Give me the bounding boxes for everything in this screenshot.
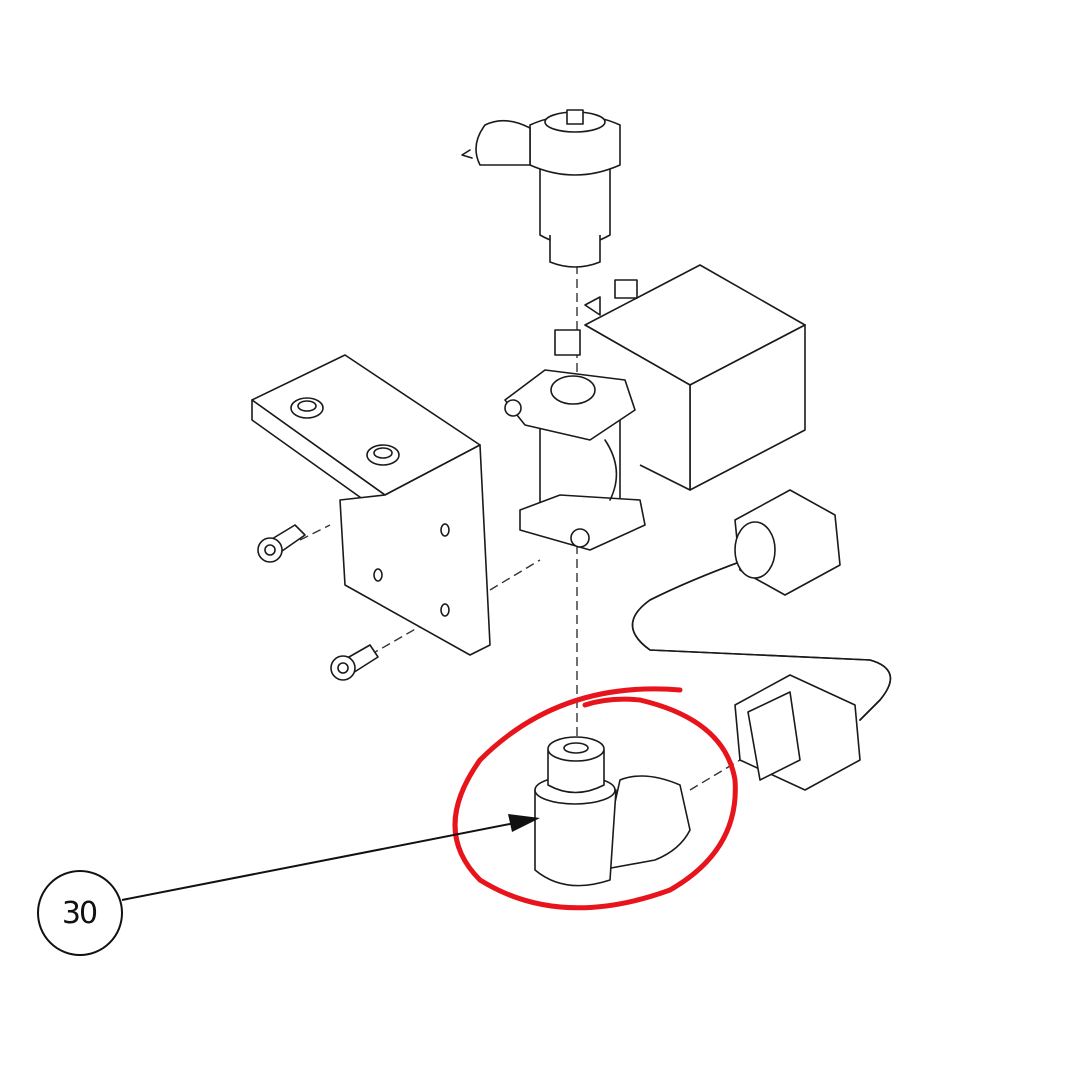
callout-circle <box>37 870 123 956</box>
cap-screw-2 <box>330 644 379 681</box>
assembly-axis-bracket <box>489 559 541 591</box>
callout-arrowhead <box>508 814 540 832</box>
mounting-bracket <box>251 354 491 656</box>
callout-leader-line <box>121 821 521 901</box>
valve-body <box>504 329 646 551</box>
solenoid-coil <box>584 264 806 491</box>
s-tube-assembly <box>631 489 892 791</box>
cap-screw-1 <box>257 524 306 563</box>
highlight-ellipse <box>452 686 738 911</box>
assembly-axis-screw-1 <box>299 524 331 541</box>
top-inlet-fitting <box>461 109 621 268</box>
elbow-fitting-item-30 <box>534 736 691 887</box>
callout-number-30: 30 <box>61 895 98 931</box>
